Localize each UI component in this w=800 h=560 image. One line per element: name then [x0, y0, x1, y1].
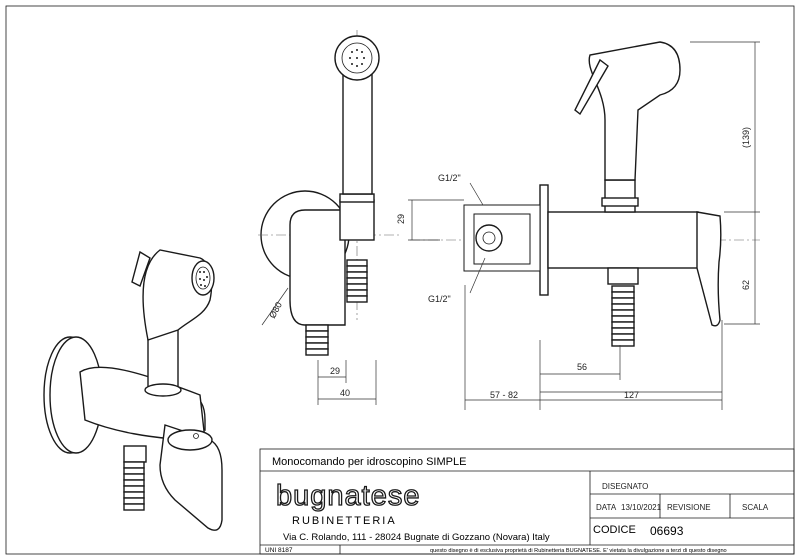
title-block [259, 448, 795, 555]
dim-29-front: 29 [330, 366, 340, 376]
thread-bottom-label: G1/2" [428, 294, 451, 304]
ownership-notice: questo disegno è di esclusiva proprietà … [430, 548, 727, 554]
dim-139: (139) [741, 127, 751, 148]
front-view [258, 30, 400, 405]
isometric-view [43, 249, 223, 531]
brand-logo-text: bugnatese [276, 480, 420, 512]
side-view [408, 41, 760, 410]
data-value: 13/10/2021 [621, 503, 662, 512]
dim-40: 40 [340, 388, 350, 398]
dim-62: 62 [741, 280, 751, 290]
brand-subtitle: RUBINETTERIA [292, 515, 397, 527]
data-label: DATA [596, 503, 617, 512]
codice-value: 06693 [650, 524, 684, 538]
dim-57-82: 57 - 82 [490, 390, 518, 400]
revisione-label: REVISIONE [667, 503, 711, 512]
disegnato-label: DISEGNATO [602, 482, 648, 491]
scala-label: SCALA [742, 503, 769, 512]
thread-top-label: G1/2" [438, 173, 461, 183]
product-title: Monocomando per idroscopino SIMPLE [272, 456, 466, 468]
dim-127: 127 [624, 390, 639, 400]
company-address: Via C. Rolando, 111 - 28024 Bugnate di G… [283, 532, 550, 543]
dim-56: 56 [577, 362, 587, 372]
dim-diameter-80: Ø80 [267, 300, 284, 320]
standard-label: UNI 8187 [265, 547, 293, 554]
dim-29-side: 29 [396, 214, 406, 224]
codice-label: CODICE [593, 524, 636, 536]
